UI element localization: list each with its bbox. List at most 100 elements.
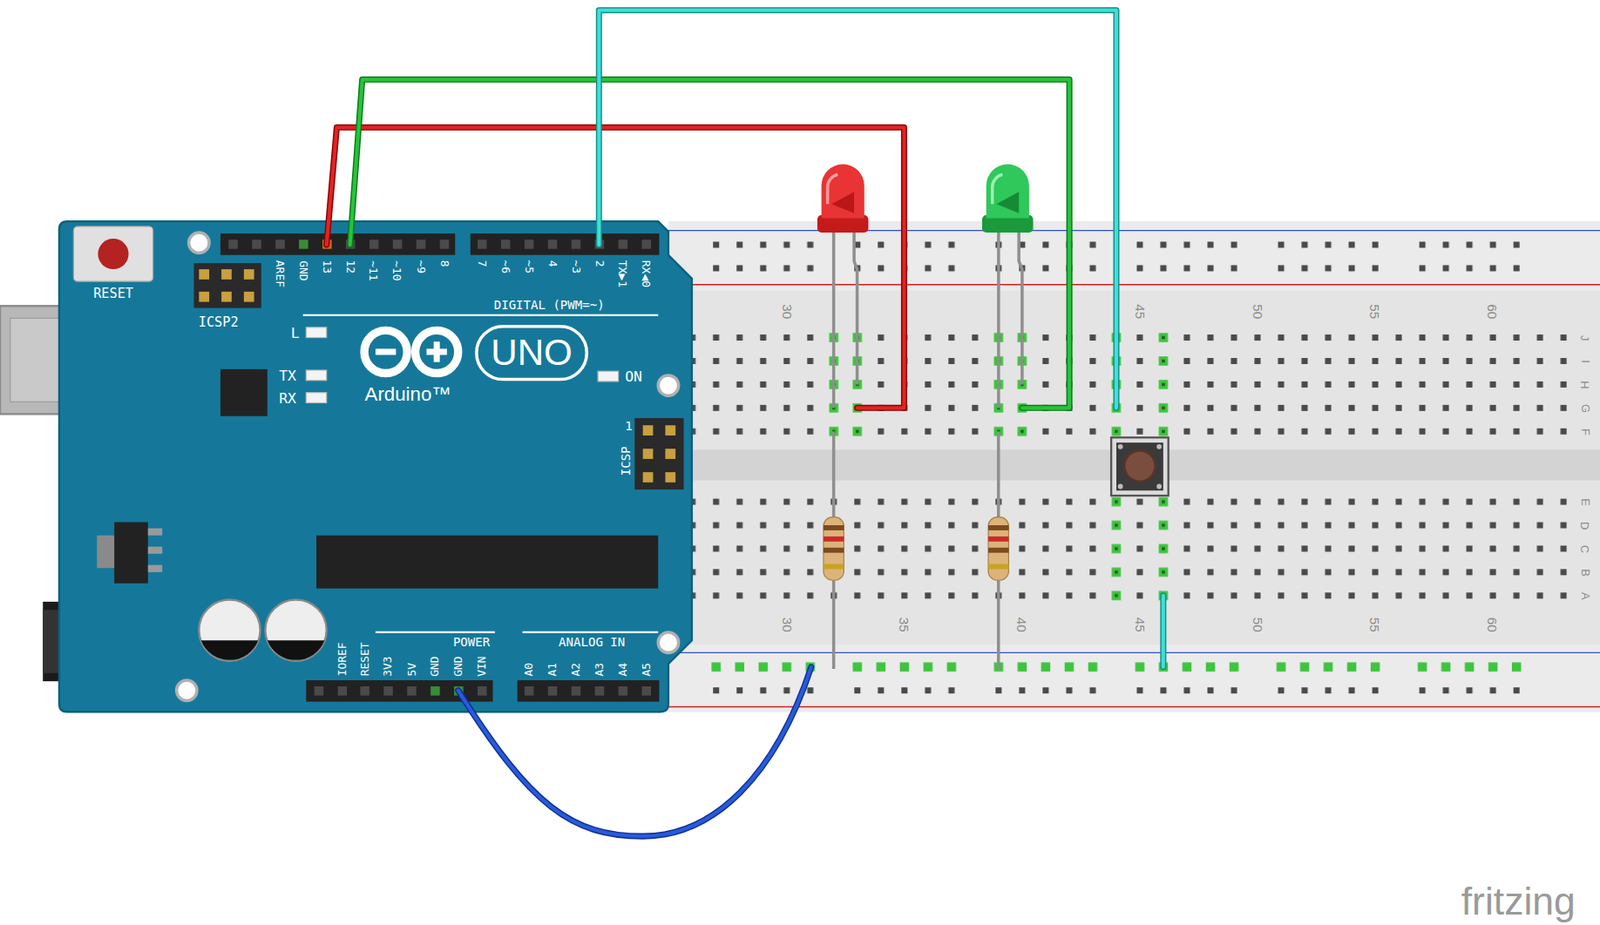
pin-label: ~11	[367, 260, 380, 281]
logo-plus	[433, 341, 441, 362]
header-pin	[393, 239, 403, 250]
pin-label: A3	[593, 663, 605, 678]
header-pin	[643, 448, 654, 460]
pin-label: A1	[546, 663, 558, 678]
pin-label: 12	[344, 259, 356, 274]
microcontroller-chip	[316, 535, 658, 590]
header-pin	[359, 686, 370, 697]
pin-label: VIN	[475, 656, 488, 677]
green-led	[982, 164, 1034, 409]
pin-label: GND	[452, 656, 464, 677]
capacitor	[264, 599, 326, 661]
led-label: TX	[278, 368, 297, 383]
header-pin	[198, 291, 210, 303]
pin-label: AREF	[273, 260, 285, 288]
header-pin	[369, 239, 380, 250]
row-letter: A	[1579, 592, 1591, 601]
capacitor	[267, 640, 326, 661]
header-pin	[571, 239, 582, 250]
column-number: 55	[1368, 304, 1382, 319]
header-label: DIGITAL (PWM=~)	[494, 298, 605, 312]
board-logo: Arduino™	[365, 384, 452, 404]
gnd-wire	[458, 667, 812, 837]
cyan-wire	[598, 10, 1117, 409]
logo-ring	[415, 330, 459, 373]
resistor	[988, 431, 1009, 670]
button-label: RESET	[93, 285, 134, 299]
pin-label: GND	[297, 260, 309, 281]
red-led	[817, 164, 869, 409]
silkscreen-line	[303, 314, 658, 317]
row-letter: B	[1579, 569, 1591, 577]
wires	[326, 10, 1164, 837]
push-button	[1111, 437, 1169, 496]
rail-holes	[704, 233, 1552, 281]
regulator-pin	[148, 528, 163, 536]
resistor-band	[823, 564, 844, 570]
led-highlight	[992, 174, 1004, 204]
header-pin	[338, 686, 348, 697]
button-dot	[1118, 484, 1124, 490]
header-pin	[198, 269, 210, 280]
rail-line-blue	[668, 230, 1600, 231]
mounting-hole	[657, 375, 678, 396]
header-pin	[440, 239, 450, 250]
header-pin	[221, 291, 232, 303]
mounting-hole	[189, 232, 210, 253]
header-pin	[548, 686, 558, 697]
cyan-wire	[1161, 596, 1166, 668]
column-number: 60	[1485, 304, 1499, 319]
button-dot	[1118, 444, 1124, 450]
column-number: 40	[1015, 616, 1029, 632]
button-body	[1116, 442, 1164, 491]
cyan-wire	[598, 10, 1117, 409]
header-pin	[643, 472, 654, 483]
column-number: 45	[1133, 616, 1147, 632]
header-pin	[244, 291, 255, 303]
rail-line-blue	[668, 652, 1600, 654]
resistor	[823, 431, 844, 670]
watermark: fritzing	[1461, 882, 1576, 922]
header-pin	[664, 448, 676, 460]
resistor-band	[823, 548, 844, 554]
led-dome	[986, 164, 1030, 219]
led-highlight	[827, 174, 839, 204]
header-pins	[314, 686, 651, 697]
row-letter: C	[1579, 544, 1591, 553]
resistor-body	[823, 517, 844, 582]
pin-label: A4	[616, 663, 629, 678]
pin-label: ~3	[569, 259, 582, 274]
pin-label: ~6	[499, 259, 511, 274]
pin-label: TX▶1	[616, 260, 629, 288]
pin-label: 5V	[406, 663, 418, 678]
status-led	[597, 371, 618, 382]
header-pin	[618, 239, 629, 250]
header-pin	[642, 686, 652, 697]
led-dome	[821, 164, 865, 219]
capacitor	[201, 640, 259, 661]
button-cap	[1124, 451, 1155, 482]
button-body	[1111, 437, 1169, 496]
header-pin	[406, 686, 417, 697]
pin-label: GND	[428, 656, 441, 677]
column-number: 30	[779, 616, 794, 632]
gnd-wire	[458, 667, 812, 837]
led-leg	[832, 230, 836, 409]
pin-label: ~5	[522, 259, 535, 274]
led-leg	[1018, 230, 1023, 386]
connected-column	[1153, 326, 1173, 445]
row-letter: F	[1579, 427, 1591, 435]
led-die	[996, 191, 1019, 214]
hole-grid	[681, 490, 1577, 609]
row-letter: D	[1579, 521, 1591, 529]
pin-marker: 1	[624, 420, 632, 433]
pin-label: 8	[438, 260, 450, 268]
voltage-regulator	[114, 522, 149, 584]
header-pin	[275, 239, 285, 250]
pin-label: 13	[320, 259, 333, 274]
cyan-wire	[1159, 596, 1167, 668]
column-number: 60	[1485, 616, 1499, 632]
resistor-band	[823, 525, 844, 531]
red-wire	[326, 127, 905, 408]
icsp-header	[634, 418, 684, 490]
